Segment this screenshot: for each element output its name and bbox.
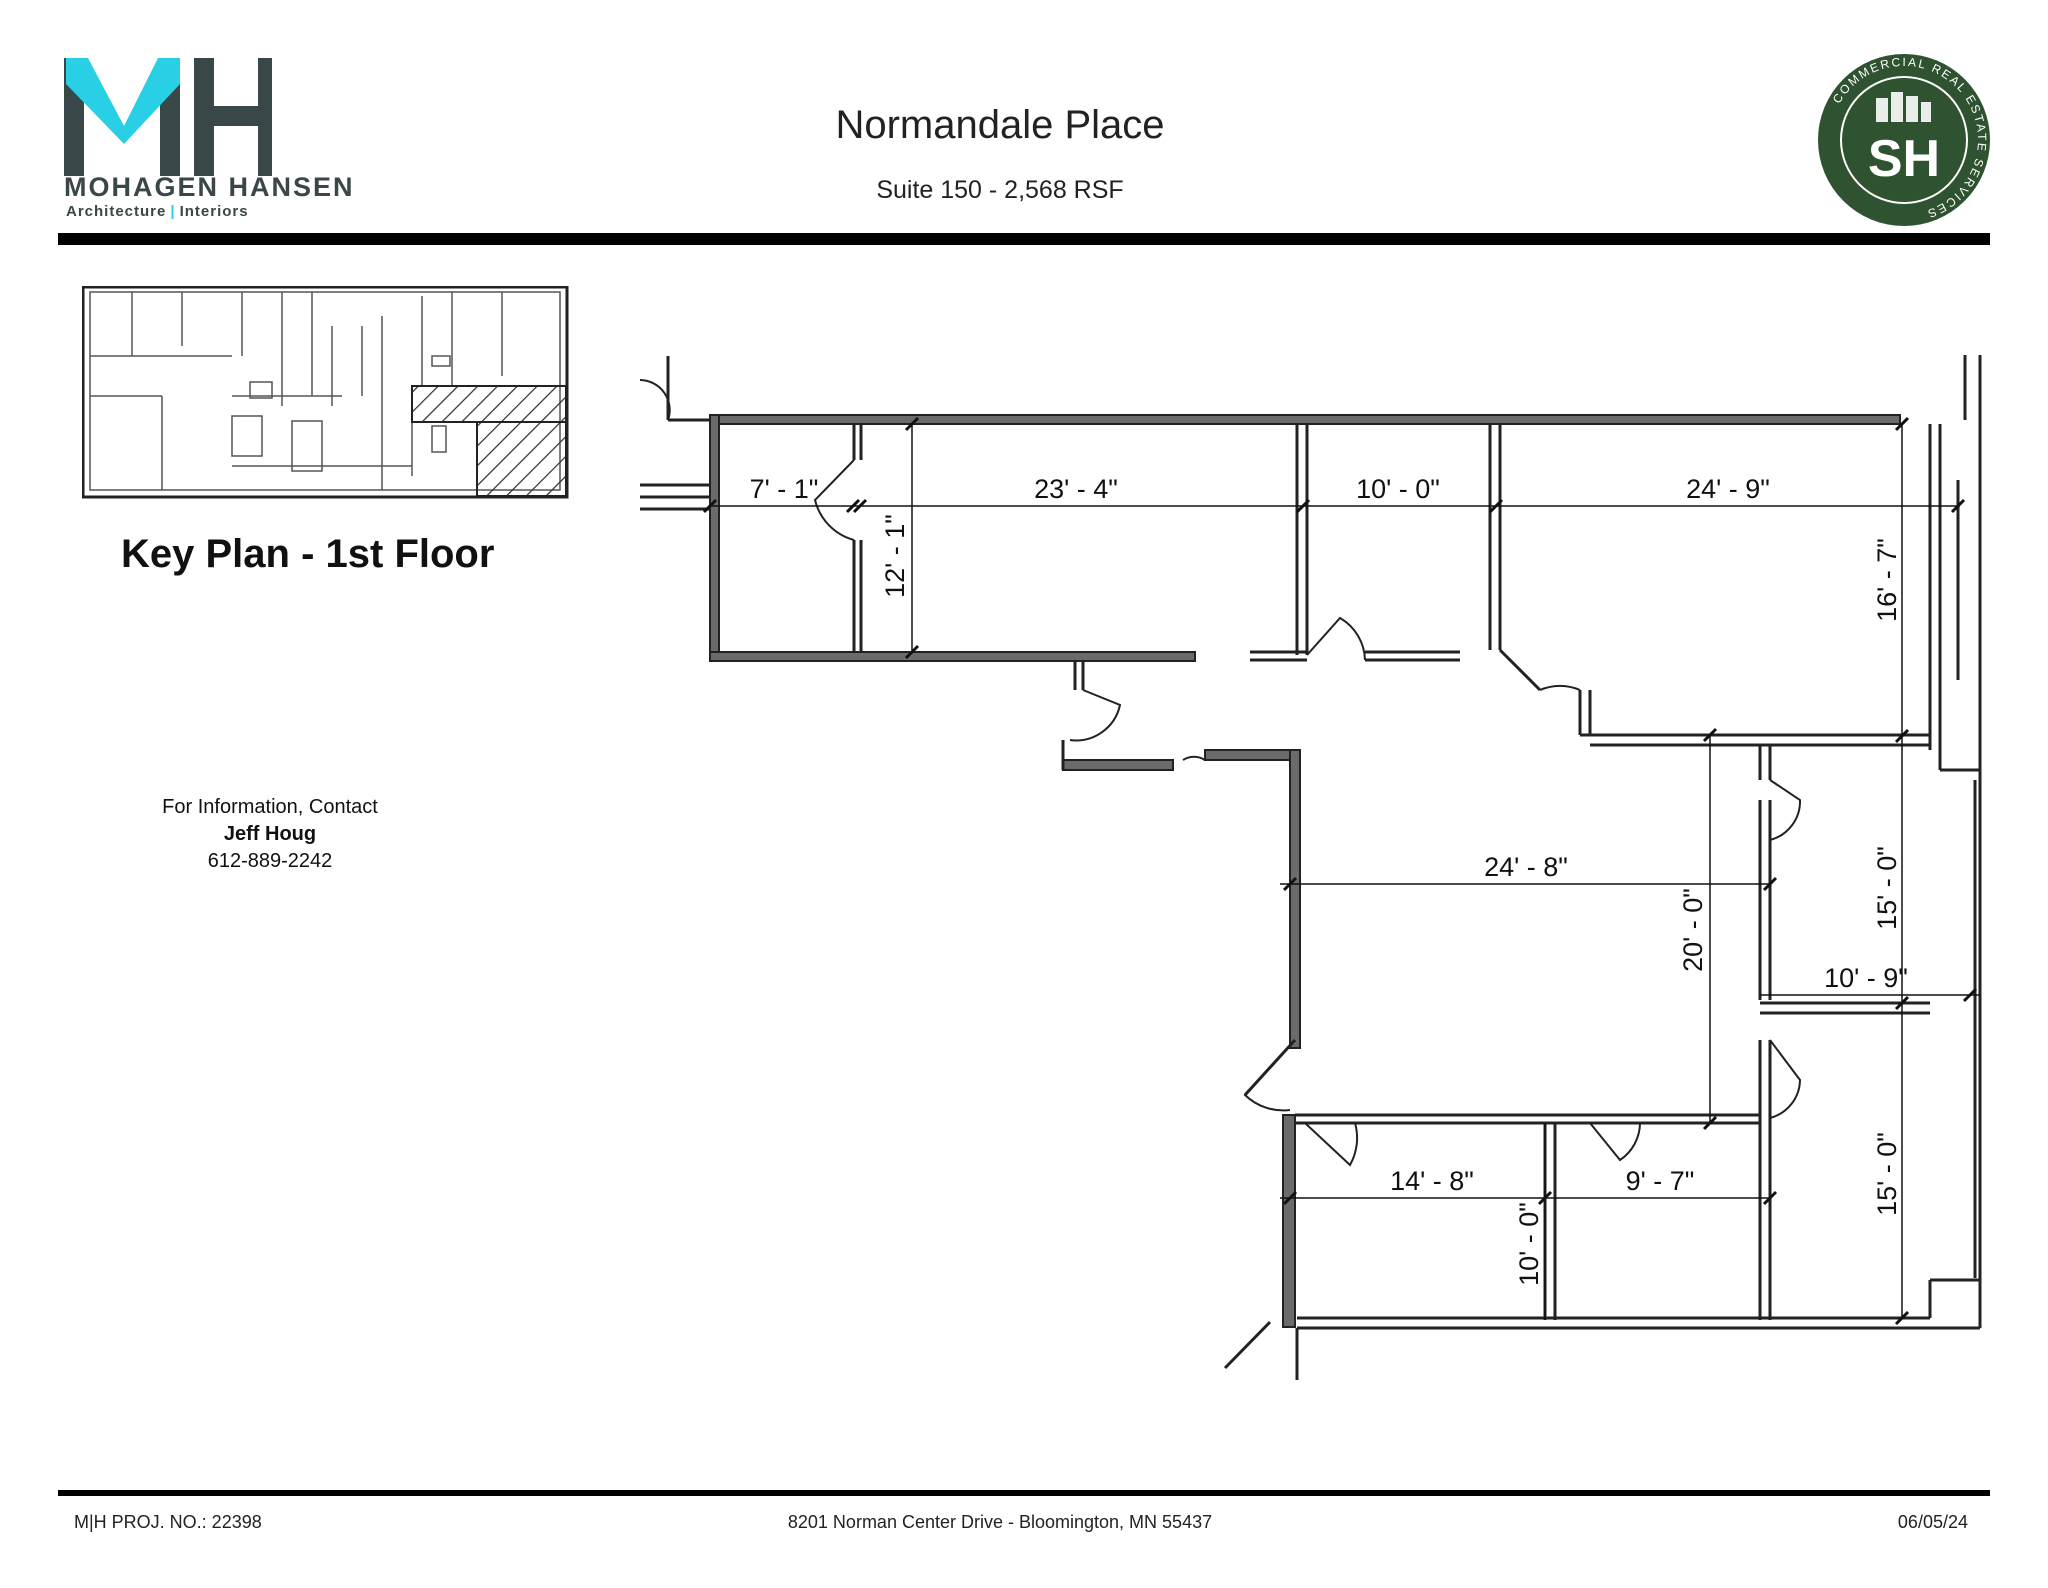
suite-floor-plan: 7' - 1" 23' - 4" 10' - 0" 24' - 9" 12' -…: [640, 355, 1982, 1380]
dimension-label: 7' - 1": [750, 474, 819, 504]
property-address: 8201 Norman Center Drive - Bloomington, …: [787, 1512, 1213, 1532]
dimension-label: 15' - 0": [1872, 1132, 1902, 1216]
mohagen-hansen-monogram-logo: [64, 58, 272, 176]
floor-plan-dimension-ticks: [702, 416, 1978, 1326]
dimension-label: 15' - 0": [1872, 846, 1902, 930]
floor-plan-dimension-lines: [710, 424, 1980, 1320]
project-number: M|H PROJ. NO.: 22398: [74, 1512, 262, 1532]
discipline-architecture: Architecture: [66, 203, 167, 220]
sh-initials: SH: [1868, 130, 1940, 188]
document-date: 06/05/24: [1897, 1512, 1968, 1532]
key-plan-thumbnail: [82, 286, 569, 499]
dimension-label: 24' - 9": [1686, 474, 1770, 504]
discipline-interiors: Interiors: [179, 203, 249, 220]
firm-disciplines: Architecture|Interiors: [66, 203, 249, 220]
floor-plan-partitions: [640, 355, 1982, 1380]
firm-name: MOHAGEN HANSEN: [64, 172, 355, 202]
key-plan-label: Key Plan - 1st Floor: [121, 532, 495, 576]
dimension-label: 24' - 8": [1484, 852, 1568, 882]
document-title: Normandale Place: [835, 103, 1165, 147]
contact-block: For Information, Contact Jeff Houg 612-8…: [120, 794, 420, 875]
sh-commercial-real-estate-logo: SH COMMERCIAL REAL ESTATE SERVICES: [1818, 54, 1990, 226]
dimension-label: 10' - 0": [1356, 474, 1440, 504]
dimension-label: 20' - 0": [1678, 888, 1708, 972]
dimension-label: 14' - 8": [1390, 1166, 1474, 1196]
document-subtitle: Suite 150 - 2,568 RSF: [876, 176, 1124, 204]
floor-plan-doors: [640, 379, 1802, 1167]
contact-name: Jeff Houg: [223, 823, 317, 845]
header-rule: [58, 233, 1990, 245]
footer-rule: [58, 1490, 1990, 1496]
dimension-label: 12' - 1": [880, 514, 910, 598]
discipline-separator: |: [170, 203, 176, 220]
dimension-label: 16' - 7": [1872, 538, 1902, 622]
dimension-label: 10' - 0": [1514, 1202, 1544, 1286]
dimension-label: 23' - 4": [1034, 474, 1118, 504]
contact-intro: For Information, Contact: [162, 796, 378, 818]
contact-phone: 612-889-2242: [207, 850, 333, 872]
dimension-label: 9' - 7": [1626, 1166, 1695, 1196]
dimension-label: 10' - 9": [1824, 963, 1908, 993]
